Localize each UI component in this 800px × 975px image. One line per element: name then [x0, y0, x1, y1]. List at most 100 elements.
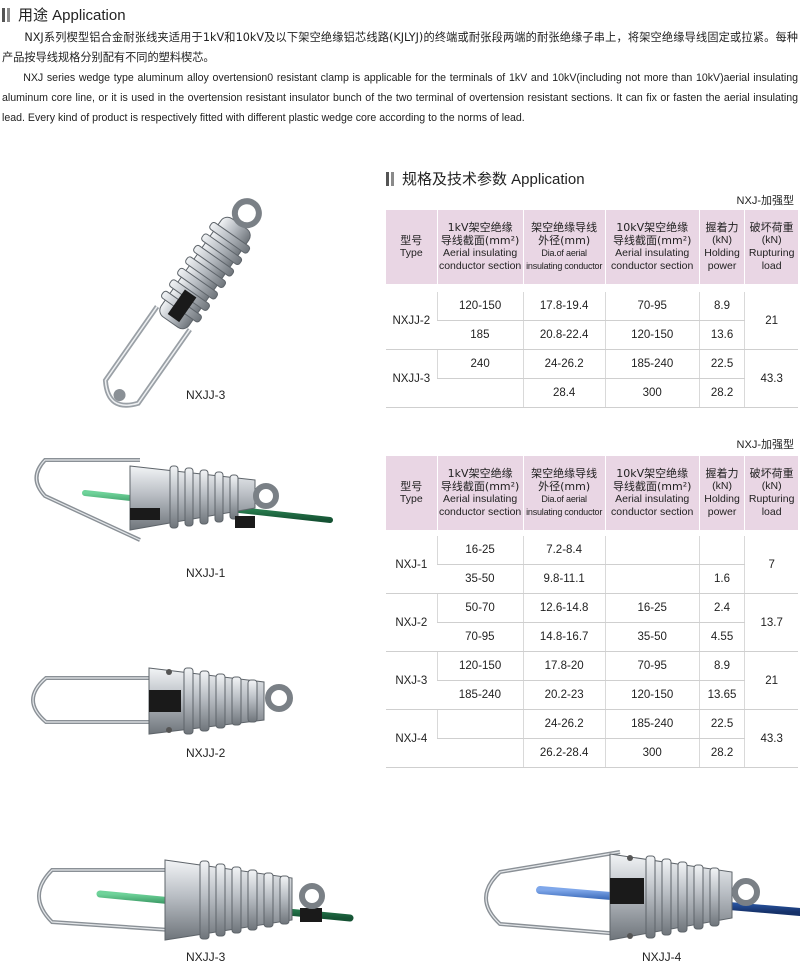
cell: 20.2-23 [522, 680, 606, 710]
intro-zh: NXJ系列楔型铝合金耐张线夹适用于1kV和10kV及以下架空绝缘铝芯线路(KJL… [2, 31, 798, 64]
caption-nxjj3: NXJJ-3 [186, 950, 226, 964]
cell: 9.8-11.1 [522, 564, 606, 594]
cell: 28.2 [698, 378, 745, 408]
caption-nxjj2: NXJJ-2 [186, 746, 226, 760]
section-title: 用途 Application [18, 7, 126, 24]
cell: 22.5 [698, 349, 745, 379]
rupt-cell: 43.3 [744, 709, 798, 768]
cell: 20.8-22.4 [522, 320, 606, 350]
product-image-nxjj1 [34, 458, 333, 542]
cell: 120-150 [436, 292, 524, 321]
cell: 35-50 [437, 564, 524, 594]
rupt-cell: 21 [744, 651, 798, 710]
cell: 13.65 [698, 680, 745, 710]
cell: 120-150 [604, 320, 700, 350]
section-marker-icon [386, 171, 394, 186]
cell: 28.2 [698, 738, 745, 768]
table1-variant-label: NXJ-加强型 [736, 195, 794, 207]
cell: 1.6 [698, 564, 745, 594]
cell: 12.6-14.8 [522, 593, 606, 623]
table-row: NXJ-3 120-150 17.8-20 70-95 8.9 21 [386, 651, 798, 710]
section-marker-icon [2, 7, 10, 22]
cell: 185-240 [604, 349, 700, 379]
intro-en: NXJ series wedge type aluminum alloy ove… [2, 72, 798, 124]
section-heading-usage: 用途 Application [2, 4, 126, 25]
cell: 185-240 [604, 709, 700, 739]
cell: 35-50 [604, 622, 700, 652]
table-row: 28.4 300 28.2 [386, 378, 798, 408]
rupt-cell: 13.7 [744, 593, 798, 652]
table-row: 70-95 14.8-16.7 35-50 4.55 [386, 622, 798, 652]
table2-variant-label: NXJ-加强型 [736, 439, 794, 451]
cell: 70-95 [604, 651, 700, 681]
caption-nxjj4: NXJJ-4 [642, 950, 682, 964]
cell: 300 [604, 378, 700, 408]
rupt-cell: 7 [744, 536, 798, 594]
cell: 120-150 [436, 651, 524, 681]
table-row: 185 20.8-22.4 120-150 13.6 [386, 320, 798, 350]
cell [604, 564, 700, 594]
cell: 70-95 [604, 292, 700, 321]
caption-nxjj1: NXJJ-1 [186, 566, 226, 580]
cell: 50-70 [436, 593, 524, 623]
rupt-cell: 43.3 [744, 349, 798, 408]
cell: 17.8-19.4 [522, 292, 606, 321]
section-heading-specs: 规格及技术参数 Application [386, 168, 585, 189]
cell: 8.9 [698, 651, 745, 681]
cell: 16-25 [604, 593, 700, 623]
model-cell: NXJJ-3 [386, 349, 438, 408]
cell: 14.8-16.7 [522, 622, 606, 652]
cell [698, 536, 745, 565]
cell: 26.2-28.4 [522, 738, 606, 768]
cell [437, 738, 524, 768]
product-image-nxjj3 [37, 859, 354, 941]
caption-nxjj3-top: NXJJ-3 [186, 388, 226, 402]
cell: 17.8-20 [522, 651, 606, 681]
table-row: NXJJ-3 240 24-26.2 185-240 22.5 43.3 [386, 349, 798, 408]
model-cell: NXJ-2 [386, 593, 438, 652]
rupt-cell: 21 [744, 292, 798, 350]
table-row: NXJ-2 50-70 12.6-14.8 16-25 2.4 13.7 [386, 593, 798, 652]
cell: 4.55 [698, 622, 745, 652]
table-row: NXJ-1 16-25 7.2-8.4 7 [386, 536, 798, 594]
model-cell: NXJ-4 [386, 709, 438, 768]
cell: 300 [604, 738, 700, 768]
product-image-nxjj2 [31, 667, 348, 735]
cell: 24-26.2 [522, 349, 606, 379]
cell: 28.4 [522, 378, 606, 408]
model-cell: NXJJ-2 [386, 292, 438, 350]
table-row: 185-240 20.2-23 120-150 13.65 [386, 680, 798, 710]
cell: 13.6 [698, 320, 745, 350]
cell: 22.5 [698, 709, 745, 739]
cell [604, 536, 700, 565]
cell: 24-26.2 [522, 709, 606, 739]
table-row: 35-50 9.8-11.1 1.6 [386, 564, 798, 594]
table-row: NXJ-4 24-26.2 185-240 22.5 43.3 [386, 709, 798, 768]
cell [436, 709, 524, 739]
cell: 185 [437, 320, 524, 350]
cell [437, 378, 524, 408]
product-image-nxjj3-top [102, 198, 262, 408]
section-title: 规格及技术参数 Application [402, 171, 585, 188]
model-cell: NXJ-3 [386, 651, 438, 710]
cell: 70-95 [437, 622, 524, 652]
cell: 185-240 [437, 680, 524, 710]
table-row: 26.2-28.4 300 28.2 [386, 738, 798, 768]
cell: 120-150 [604, 680, 700, 710]
cell: 240 [436, 349, 524, 379]
